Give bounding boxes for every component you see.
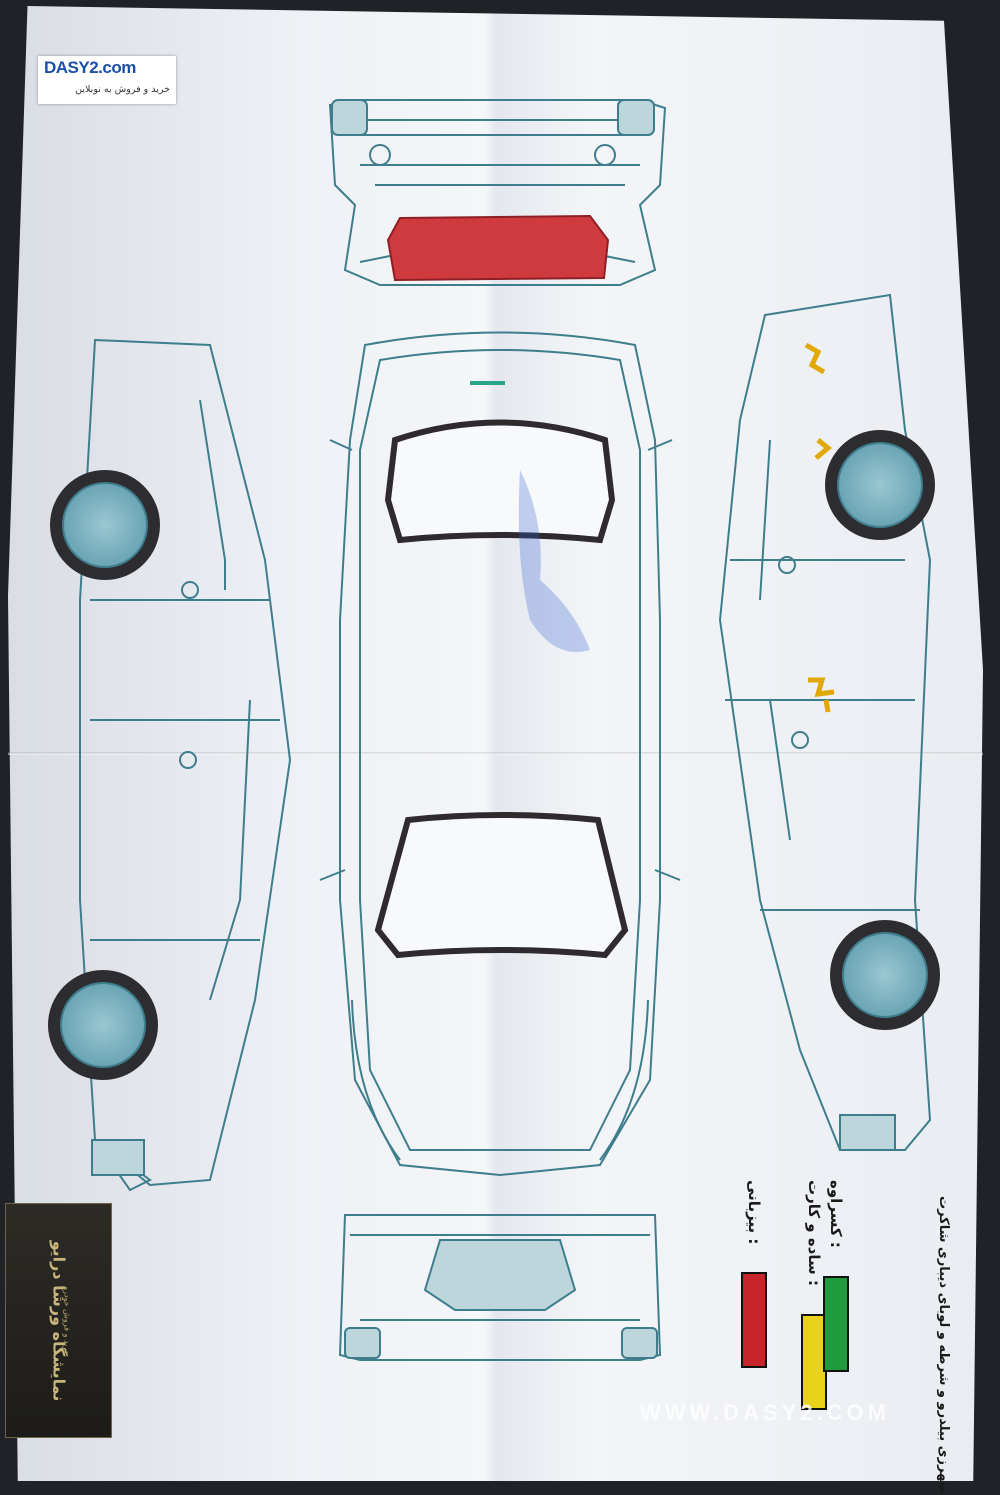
watermark: WWW.DASY2.COM: [640, 1400, 890, 1425]
paper-fold: [8, 752, 983, 755]
right-headlight-grille: [839, 1114, 896, 1151]
rear-window: [384, 419, 616, 544]
left-side-view: [79, 338, 292, 1192]
dasy2-logo: DASY2.com خرید و فروش به نوبلاین: [38, 56, 176, 104]
legend-label-paint: بیزبانی :: [745, 1180, 763, 1245]
dealer-stamp: نمایشگاه ورشا درایو خرید و فروش خودرو: [5, 1203, 112, 1438]
rear-bumper-damage: [386, 214, 610, 282]
front-view: [338, 1214, 662, 1361]
logo-brand: DASY2.com: [44, 58, 136, 77]
left-headlight-grille: [91, 1139, 145, 1176]
legend-item-paint: بیزبانی :: [736, 1180, 772, 1369]
legend-item-dent: کسراوه :: [818, 1180, 854, 1372]
logo-tagline: خرید و فروش به نوبلاین: [75, 84, 170, 95]
scratch-mark-3: [808, 677, 835, 713]
legend-label-scratch: ساده و کارت :: [805, 1180, 823, 1287]
left-rear-wheel: [48, 970, 158, 1080]
legend-swatch-red: [741, 1272, 767, 1369]
dealer-subtext: خرید و فروش خودرو: [62, 1285, 72, 1356]
legend-swatch-green: [823, 1275, 849, 1372]
legend-label-dent: کسراوه :: [827, 1180, 845, 1248]
scratch-mark-2: [814, 438, 832, 460]
rear-view: [328, 99, 667, 286]
legend-title: شهرزی بیلدرو و شرطه و لوبای دیباری شاکرت: [936, 1196, 951, 1495]
right-front-wheel: [830, 920, 940, 1030]
front-grille: [423, 1239, 577, 1311]
roof-ink-mark: [518, 470, 590, 652]
right-rear-wheel: [825, 430, 935, 540]
left-front-wheel: [50, 470, 160, 580]
right-side-view: [718, 293, 932, 1151]
windshield: [374, 812, 629, 959]
scratch-mark-1: [804, 342, 826, 375]
top-view: [319, 331, 681, 1177]
